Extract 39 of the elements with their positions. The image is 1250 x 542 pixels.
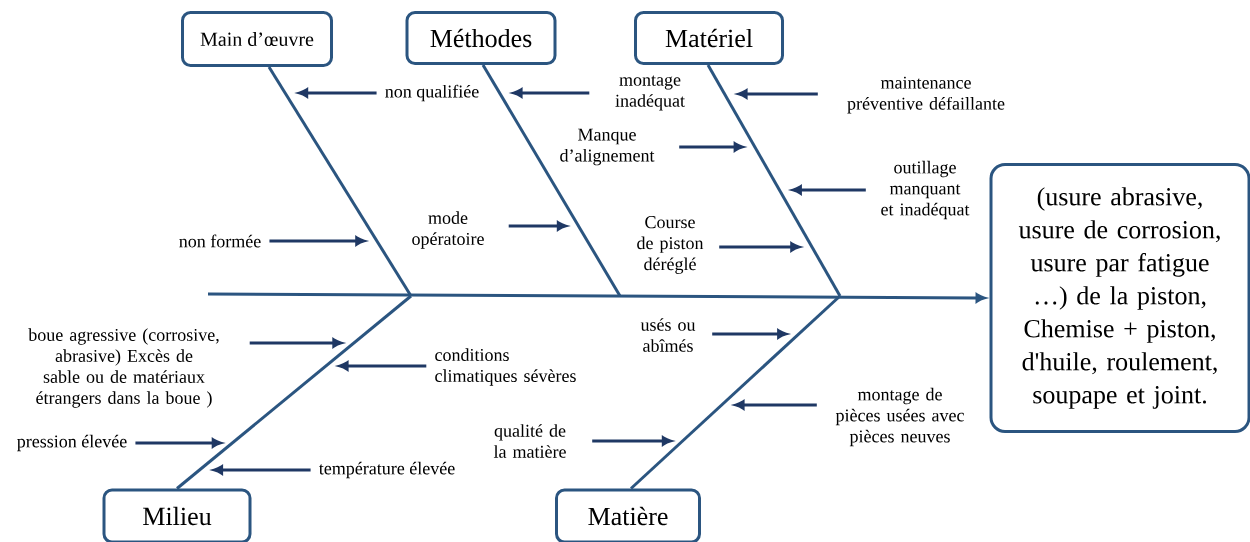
cause-label: usés ou abîmés <box>640 318 696 352</box>
category-box: Méthodes <box>405 11 557 65</box>
bone-line <box>267 66 413 297</box>
cause-label: non formée <box>179 234 261 248</box>
category-box: Milieu <box>102 488 252 542</box>
arrow <box>249 338 343 348</box>
cause-label: température élevée <box>319 461 455 479</box>
arrow <box>508 221 568 231</box>
arrow <box>338 361 427 371</box>
category-box: Matériel <box>634 11 784 65</box>
arrow <box>297 88 377 98</box>
bone-line <box>176 294 412 490</box>
arrow <box>712 329 788 339</box>
arrow <box>269 236 366 246</box>
arrow <box>737 89 818 99</box>
category-box: Main d’œuvre <box>181 11 333 67</box>
cause-label: montage de pièces usées avec pièces neuves <box>835 387 964 447</box>
cause-label: pression élevée <box>17 434 127 452</box>
cause-label: qualité de la matière <box>493 424 566 458</box>
arrow <box>791 185 866 195</box>
cause-label: maintenance préventive défaillante <box>847 76 1005 114</box>
cause-label: Manque d’alignement <box>560 128 655 166</box>
spine-arrow <box>208 292 986 303</box>
cause-label: Course de piston déréglé <box>637 216 704 274</box>
arrow <box>719 242 801 252</box>
cause-label: conditions climatiques sévères <box>435 348 576 386</box>
bone-line <box>706 64 842 297</box>
cause-label: mode opératoire <box>412 211 484 249</box>
cause-label: outillage manquant et inadéquat <box>881 160 970 220</box>
arrow <box>212 465 311 475</box>
cause-label: boue agressive (corrosive, abrasive) Excès de sable ou de matériaux étrangers dans la boue ) <box>28 328 219 408</box>
arrow <box>592 436 673 446</box>
cause-label: non qualifiée <box>385 84 479 102</box>
arrow <box>734 400 817 410</box>
category-box: Matière <box>555 488 701 542</box>
cause-label: montage inadéquat <box>615 75 685 111</box>
effect-box: (usure abrasive, usure de corrosion, usure par fatigue …) de la piston, Chemise + piston, d'huile, roulement, soupape et joint. <box>989 163 1250 433</box>
bone-line <box>481 64 622 297</box>
bone-line <box>630 294 842 490</box>
